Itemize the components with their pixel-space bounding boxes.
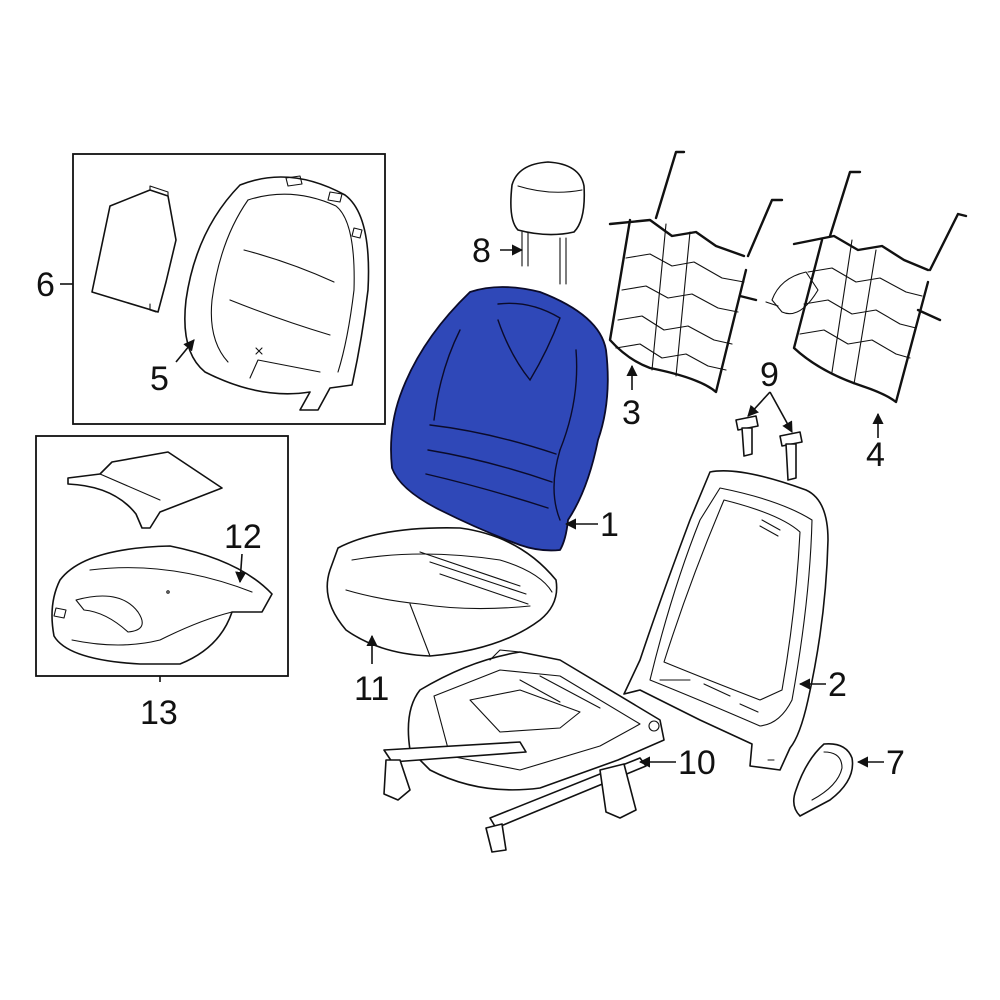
part-6-back-panel[interactable] [91, 185, 177, 313]
callout-3: 3 [622, 394, 641, 432]
group-box-13 [35, 435, 289, 677]
part-13-cushion-panel[interactable] [67, 451, 223, 529]
callout-11: 11 [354, 670, 389, 708]
callout-8: 8 [472, 232, 491, 270]
part-3-spring-frame[interactable] [608, 150, 784, 394]
callout-5: 5 [150, 360, 169, 398]
callout-6: 6 [36, 266, 55, 304]
part-8-headrest[interactable] [510, 161, 586, 285]
part-2-seat-back-frame[interactable] [623, 470, 829, 771]
callout-9: 9 [760, 356, 779, 394]
part-9-pin-right[interactable] [779, 431, 803, 481]
group-box-6 [72, 153, 386, 425]
part-11-seat-cushion[interactable] [326, 527, 558, 657]
callout-13: 13 [140, 694, 178, 732]
part-1-seat-back-cover-highlighted[interactable] [390, 286, 609, 552]
part-7-side-cover[interactable] [792, 742, 854, 817]
part-12-cushion-cover[interactable] [51, 545, 273, 665]
callout-1: 1 [600, 506, 619, 544]
part-9-pin-left[interactable] [735, 415, 759, 457]
part-4-wire-frame[interactable] [765, 170, 968, 404]
callout-4: 4 [866, 436, 885, 474]
leader-lines [60, 244, 884, 768]
callout-7: 7 [886, 744, 905, 782]
part-5-back-cover[interactable] [184, 175, 370, 411]
callout-2: 2 [828, 666, 847, 704]
part-10-seat-track[interactable] [383, 649, 665, 853]
callout-10: 10 [678, 744, 716, 782]
callout-12: 12 [224, 518, 262, 556]
